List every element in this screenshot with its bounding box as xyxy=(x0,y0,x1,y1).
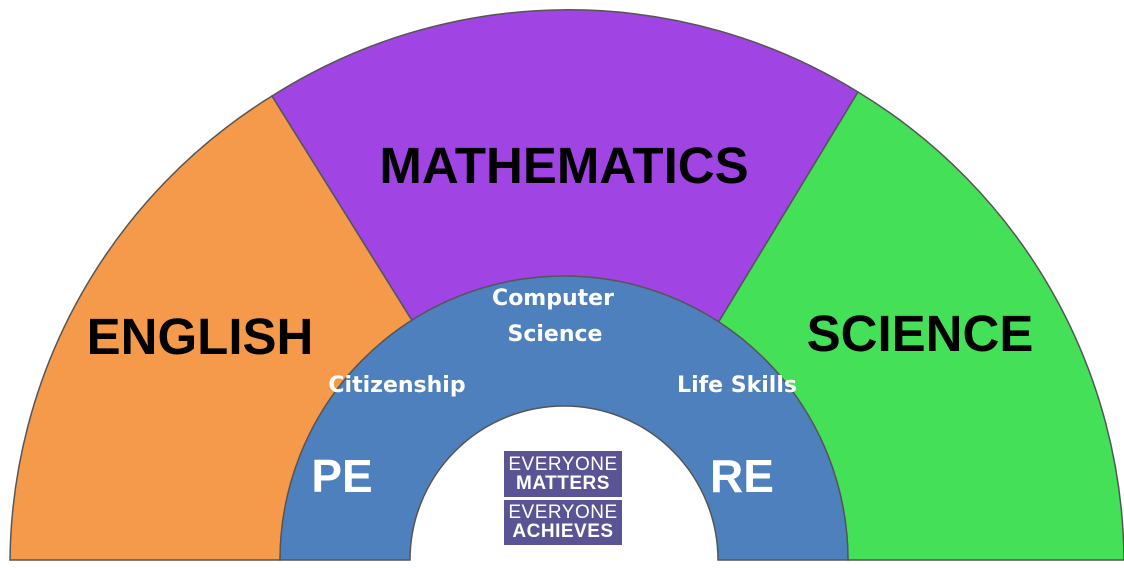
logo-matters-box: EVERYONE MATTERS xyxy=(504,451,622,497)
everyone-logo: EVERYONE MATTERS EVERYONE ACHIEVES xyxy=(502,449,624,547)
mathematics-label: MATHEMATICS xyxy=(379,137,748,194)
re-label: RE xyxy=(710,450,774,502)
logo-matters-bottom: MATTERS xyxy=(516,472,610,494)
pe-label: PE xyxy=(311,450,372,502)
logo-achieves-bottom: ACHIEVES xyxy=(512,521,614,543)
life-skills-label: Life Skills xyxy=(677,373,797,398)
science-label: SCIENCE xyxy=(807,305,1034,362)
logo-achieves-box: EVERYONE ACHIEVES xyxy=(504,499,622,545)
logo-achieves-top: EVERYONE xyxy=(508,502,618,524)
inner-ring xyxy=(279,275,849,561)
computer-science-label-line2: Science xyxy=(508,322,603,347)
english-label: ENGLISH xyxy=(87,308,314,365)
logo-matters-top: EVERYONE xyxy=(508,453,618,475)
computer-science-label-line1: Computer xyxy=(492,286,614,311)
citizenship-label: Citizenship xyxy=(328,373,465,398)
